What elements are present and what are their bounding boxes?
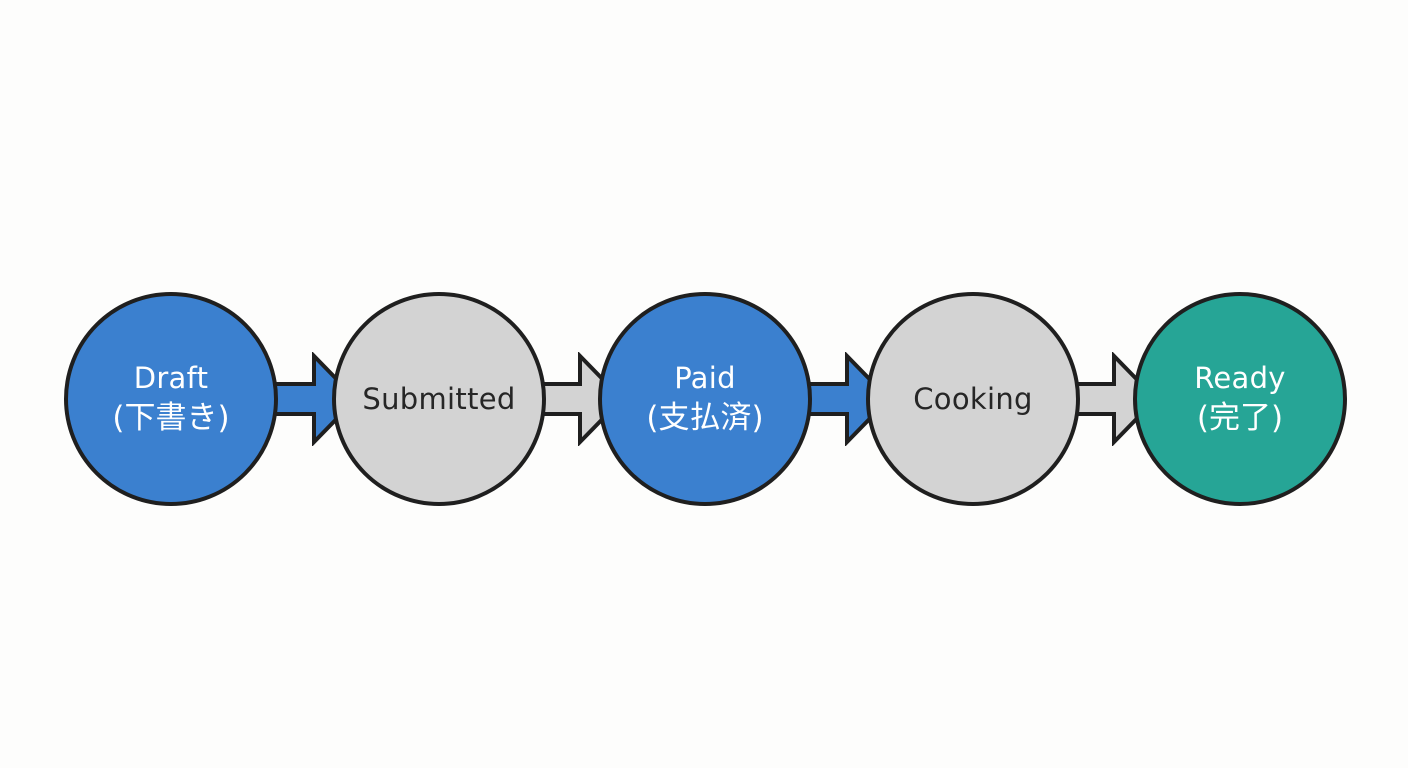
state-label: Paid	[674, 361, 736, 395]
state-node-cooking: Cooking	[866, 292, 1080, 506]
state-label: Cooking	[913, 382, 1033, 416]
state-sublabel: (下書き)	[112, 400, 230, 436]
state-label: Draft	[133, 361, 209, 395]
state-sublabel: (完了)	[1196, 400, 1284, 436]
state-sublabel: (支払済)	[646, 400, 764, 436]
state-label: Ready	[1194, 361, 1286, 395]
state-node-draft: Draft (下書き)	[64, 292, 278, 506]
state-node-paid: Paid (支払済)	[598, 292, 812, 506]
state-label: Submitted	[362, 382, 516, 416]
state-node-ready: Ready (完了)	[1133, 292, 1347, 506]
state-node-submitted: Submitted	[332, 292, 546, 506]
